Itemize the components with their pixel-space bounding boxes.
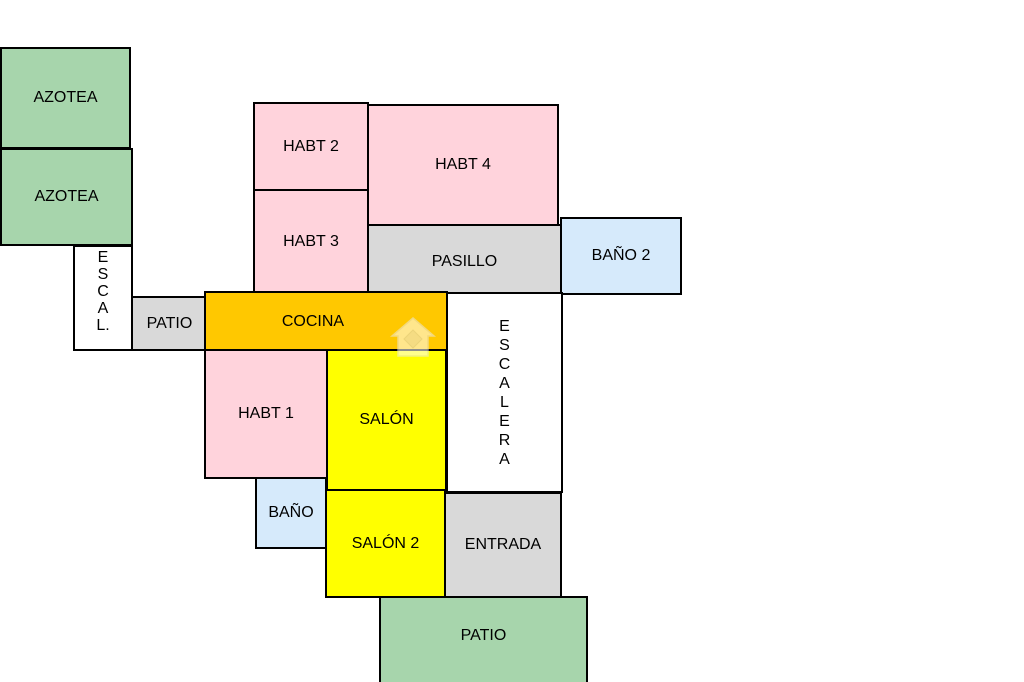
room-label: PATIO [460, 627, 507, 644]
room-label: PATIO [146, 314, 193, 332]
room-cocina: COCINA [204, 291, 448, 352]
room-label: HABT 2 [283, 137, 339, 155]
room-bano: BAÑO [255, 477, 327, 549]
room-label: HABT 1 [238, 405, 294, 422]
room-escalera: ESCALERA [446, 292, 563, 493]
room-label: PASILLO [431, 253, 498, 270]
room-label: BAÑO 2 [591, 247, 651, 264]
room-azotea-lower: AZOTEA [0, 148, 133, 246]
room-label: SALÓN [359, 411, 414, 428]
room-label: ESCALERA [498, 317, 511, 468]
room-entrada: ENTRADA [444, 492, 562, 598]
room-habt-1: HABT 1 [204, 349, 328, 479]
room-azotea-upper: AZOTEA [0, 47, 131, 149]
room-escal: ESCAL. [73, 245, 133, 351]
room-habt-4: HABT 4 [367, 104, 559, 226]
room-label: BAÑO [268, 504, 314, 521]
room-patio-small: PATIO [131, 296, 208, 351]
room-salon: SALÓN [326, 349, 447, 491]
room-patio-large: PATIO [379, 596, 588, 682]
room-label: SALÓN 2 [351, 534, 420, 552]
room-habt-3: HABT 3 [253, 189, 369, 294]
room-label: AZOTEA [34, 188, 99, 205]
room-label: ESCAL. [96, 249, 110, 334]
room-label: HABT 4 [435, 156, 491, 173]
room-habt-2: HABT 2 [253, 102, 369, 191]
room-label: COCINA [281, 312, 345, 330]
room-salon-2: SALÓN 2 [325, 489, 446, 598]
room-pasillo: PASILLO [367, 224, 562, 294]
room-label: AZOTEA [33, 89, 98, 106]
room-label: ENTRADA [464, 536, 542, 553]
room-label: HABT 3 [283, 232, 339, 250]
room-bano-2: BAÑO 2 [560, 217, 682, 295]
